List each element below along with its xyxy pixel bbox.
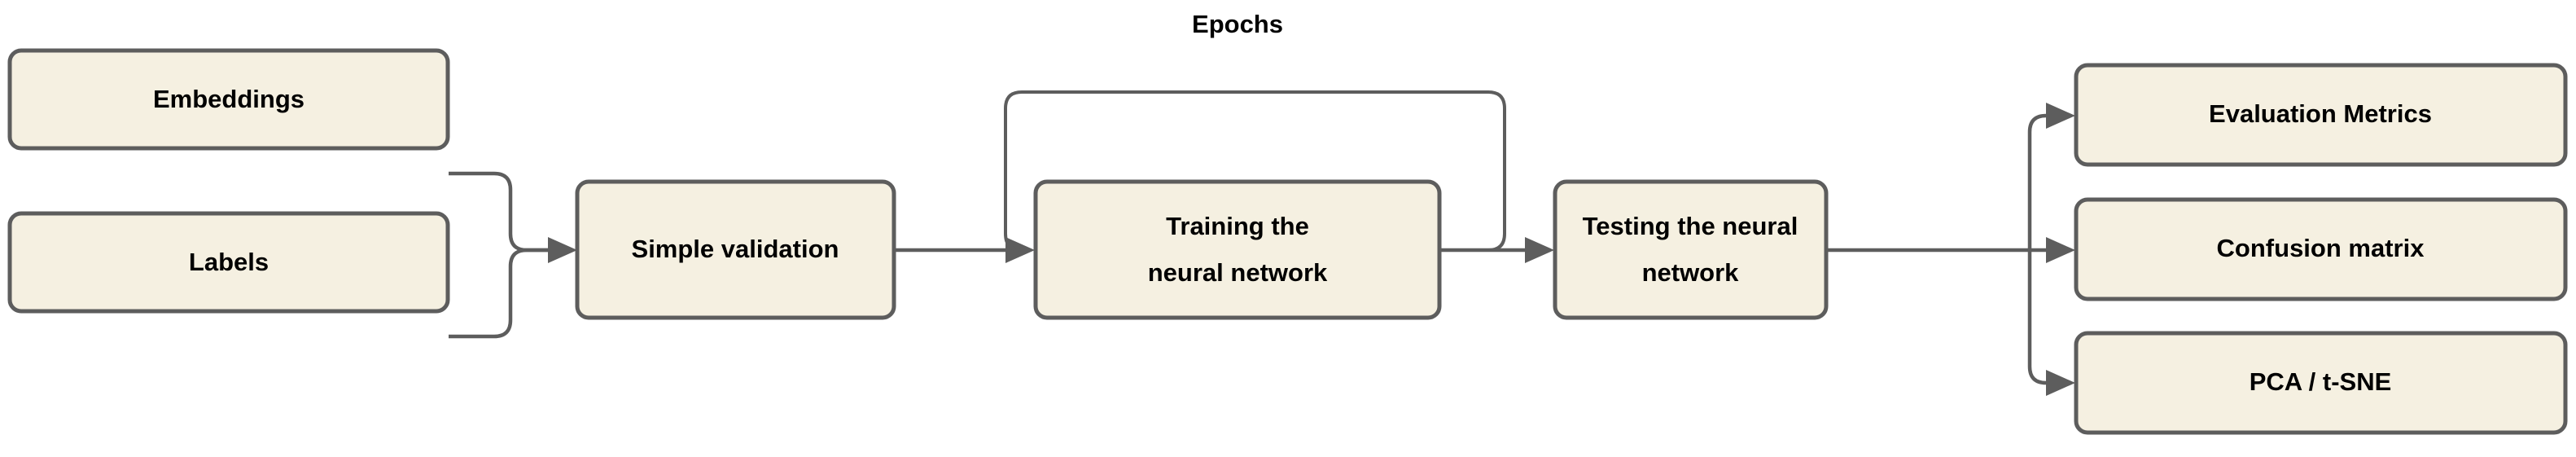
node-pca-tsne-rect[interactable] [2074, 331, 2568, 435]
node-simple-validation[interactable]: Simple validation [575, 179, 896, 320]
node-labels-rect[interactable] [7, 211, 450, 314]
arrow-head-pca-tsne [2046, 370, 2075, 396]
node-embeddings-label: Embeddings [153, 85, 304, 113]
node-evaluation-metrics-label: Evaluation Metrics [2209, 99, 2432, 128]
node-testing-rect[interactable] [1553, 179, 1829, 320]
node-confusion-matrix-rect[interactable] [2074, 197, 2568, 301]
node-labels-label: Labels [189, 248, 269, 276]
node-training-label-line2: neural network [1148, 258, 1328, 287]
arrow-into-simple-validation [548, 237, 577, 263]
node-testing[interactable]: Testing the neural network [1553, 179, 1829, 320]
node-evaluation-metrics-rect[interactable] [2074, 63, 2568, 167]
node-evaluation-metrics[interactable]: Evaluation Metrics [2074, 63, 2568, 167]
node-labels[interactable]: Labels [7, 211, 450, 314]
node-simple-validation-label: Simple validation [632, 235, 839, 263]
node-pca-tsne-label: PCA / t-SNE [2250, 367, 2392, 396]
node-embeddings-rect[interactable] [7, 48, 450, 151]
arrow-head-evaluation-metrics [2046, 103, 2075, 129]
edge-training-to-testing [1439, 237, 1554, 263]
node-pca-tsne[interactable]: PCA / t-SNE [2074, 331, 2568, 435]
edge-epochs-loop [1004, 90, 1506, 252]
edge-labels-to-validation [449, 248, 570, 339]
node-confusion-matrix-label: Confusion matrix [2217, 234, 2425, 262]
node-training-label-line1: Training the [1166, 212, 1309, 240]
node-simple-validation-rect[interactable] [575, 179, 896, 320]
node-testing-label-line1: Testing the neural [1583, 212, 1798, 240]
node-embeddings[interactable]: Embeddings [7, 48, 450, 151]
node-training[interactable]: Training the neural network [1033, 179, 1442, 320]
node-confusion-matrix[interactable]: Confusion matrix [2074, 197, 2568, 301]
node-testing-label-line2: network [1642, 258, 1740, 287]
edge-embeddings-to-validation [449, 171, 570, 253]
arrow-head-confusion-matrix [2046, 237, 2075, 263]
edge-testing-to-outputs [1826, 103, 2075, 396]
node-training-rect[interactable] [1033, 179, 1442, 320]
epochs-title: Epochs [1192, 10, 1283, 38]
